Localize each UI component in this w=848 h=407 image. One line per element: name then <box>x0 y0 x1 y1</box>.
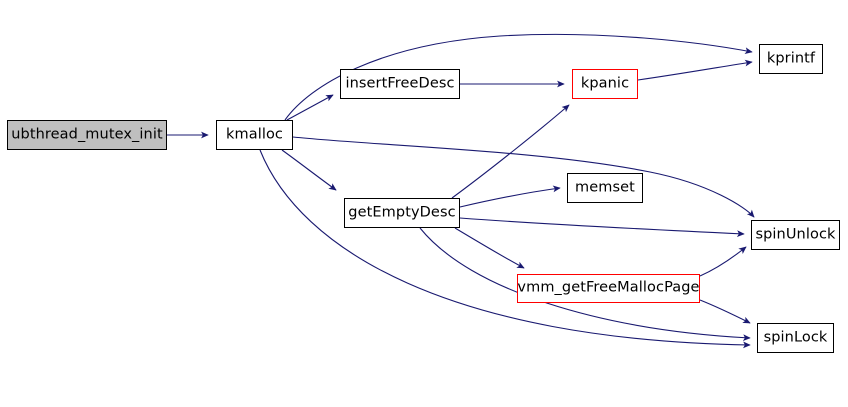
edge-getEmptyDesc-to-kpanic <box>451 104 570 199</box>
edge-getEmptyDesc-to-memset <box>459 185 561 208</box>
node-label-kprintf: kprintf <box>766 50 816 67</box>
node-label-getEmptyDesc: getEmptyDesc <box>348 204 456 221</box>
edge-vmm_getFreeMallocPage-to-spinLock <box>699 299 751 324</box>
node-label-kmalloc: kmalloc <box>225 126 283 143</box>
node-label-insertFreeDesc: insertFreeDesc <box>345 75 455 92</box>
node-kmalloc[interactable]: kmalloc <box>216 120 293 150</box>
edge-kmalloc-to-insertFreeDesc <box>286 94 334 121</box>
node-label-spinUnlock: spinUnlock <box>755 226 836 243</box>
node-spinUnlock[interactable]: spinUnlock <box>751 220 840 250</box>
edge-kmalloc-to-spinLock <box>259 149 751 349</box>
edge-kpanic-to-kprintf <box>637 59 753 81</box>
edge-getEmptyDesc-to-spinUnlock <box>459 217 745 238</box>
node-kprintf[interactable]: kprintf <box>759 44 823 74</box>
node-getEmptyDesc[interactable]: getEmptyDesc <box>344 198 460 228</box>
node-label-memset: memset <box>575 179 635 196</box>
edge-vmm_getFreeMallocPage-to-spinUnlock <box>699 246 747 277</box>
node-insertFreeDesc[interactable]: insertFreeDesc <box>340 69 460 99</box>
node-vmm_getFreeMallocPage[interactable]: vmm_getFreeMallocPage <box>517 274 700 303</box>
edge-kmalloc-to-getEmptyDesc <box>281 149 337 191</box>
node-label-vmm_getFreeMallocPage: vmm_getFreeMallocPage <box>517 279 700 296</box>
node-label-kpanic: kpanic <box>580 75 630 92</box>
node-ubthread_mutex_init[interactable]: ubthread_mutex_init <box>7 120 167 150</box>
node-memset[interactable]: memset <box>567 173 643 203</box>
node-label-ubthread_mutex_init: ubthread_mutex_init <box>11 126 163 143</box>
node-spinLock[interactable]: spinLock <box>757 323 834 353</box>
edge-getEmptyDesc-to-vmm_getFreeMallocPage <box>454 227 525 269</box>
node-kpanic[interactable]: kpanic <box>572 69 638 99</box>
node-label-spinLock: spinLock <box>763 329 828 346</box>
